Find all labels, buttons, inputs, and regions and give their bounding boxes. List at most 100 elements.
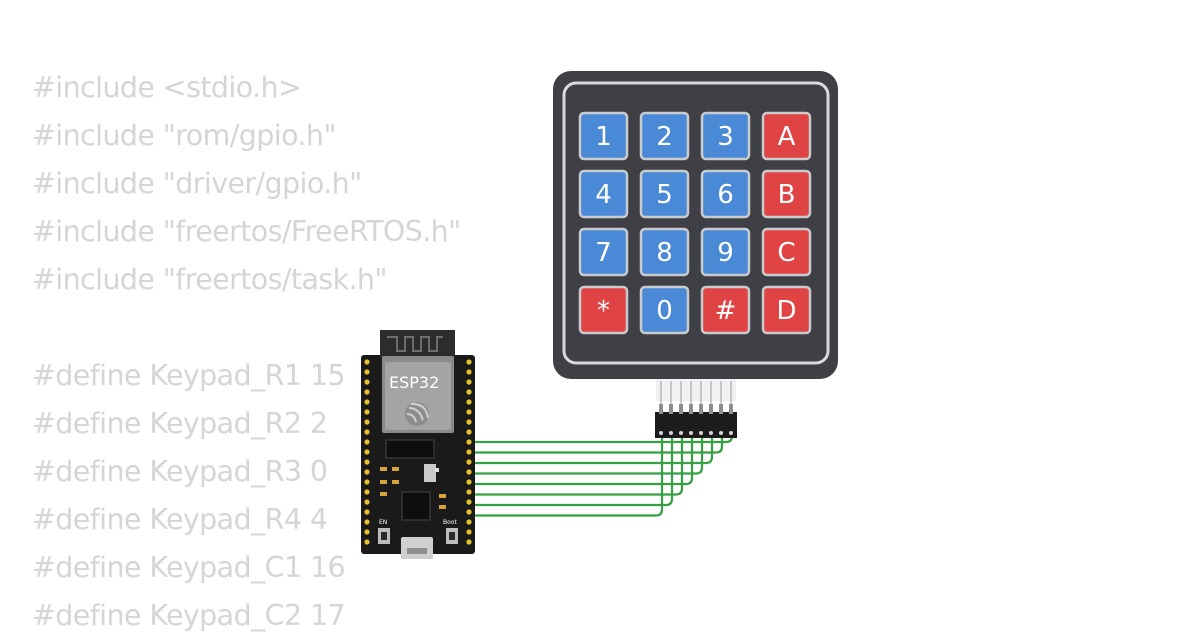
key-label: B xyxy=(778,180,796,210)
keypad-key-C[interactable]: C xyxy=(761,227,812,277)
key-label: 4 xyxy=(595,180,612,210)
header-pin[interactable] xyxy=(466,459,472,465)
esp32-shield xyxy=(385,362,451,430)
key-label: 2 xyxy=(656,122,673,152)
header-pin[interactable] xyxy=(364,469,370,475)
header-pin[interactable] xyxy=(466,519,472,525)
keypad-key-9[interactable]: 9 xyxy=(700,227,751,277)
header-pin[interactable] xyxy=(364,519,370,525)
keypad-key-8[interactable]: 8 xyxy=(639,227,690,277)
key-label: 7 xyxy=(595,238,612,268)
key-label: 0 xyxy=(656,296,673,326)
keypad-key-D[interactable]: D xyxy=(761,285,812,335)
key-label: 1 xyxy=(595,122,612,152)
header-pin[interactable] xyxy=(466,369,472,375)
header-pin[interactable] xyxy=(466,499,472,505)
key-label: 6 xyxy=(717,180,734,210)
wire[interactable] xyxy=(470,434,664,517)
header-pin[interactable] xyxy=(466,409,472,415)
wire[interactable] xyxy=(470,434,704,475)
header-pin[interactable] xyxy=(364,499,370,505)
ribbon-pin xyxy=(699,404,703,414)
header-pin[interactable] xyxy=(466,389,472,395)
wire[interactable] xyxy=(470,434,684,496)
header-pin[interactable] xyxy=(364,459,370,465)
header-pin[interactable] xyxy=(364,359,370,365)
key-cap xyxy=(578,227,629,277)
code-line: #include "rom/gpio.h" xyxy=(32,119,336,152)
connector-pin xyxy=(669,431,673,435)
key-label: C xyxy=(777,238,795,268)
header-pin[interactable] xyxy=(364,439,370,445)
component xyxy=(439,494,446,498)
key-cap xyxy=(639,169,690,219)
wire[interactable] xyxy=(470,434,674,507)
keypad-key-2[interactable]: 2 xyxy=(639,111,690,161)
header-pin[interactable] xyxy=(466,399,472,405)
keypad-key-7[interactable]: 7 xyxy=(578,227,629,277)
header-pin[interactable] xyxy=(466,469,472,475)
wire[interactable] xyxy=(470,434,714,465)
header-pin[interactable] xyxy=(466,359,472,365)
code-line: #define Keypad_R3 0 xyxy=(32,455,328,488)
header-pin[interactable] xyxy=(466,429,472,435)
keypad-key-6[interactable]: 6 xyxy=(700,169,751,219)
key-label: 3 xyxy=(717,122,734,152)
wire[interactable] xyxy=(470,434,694,486)
ribbon-pin xyxy=(679,404,683,414)
header-pin[interactable] xyxy=(364,539,370,545)
header-pin[interactable] xyxy=(466,529,472,535)
keypad-key-4[interactable]: 4 xyxy=(578,169,629,219)
keypad-key-A[interactable]: A xyxy=(761,111,812,161)
header-pin[interactable] xyxy=(466,439,472,445)
key-label: D xyxy=(776,296,796,326)
header-pin[interactable] xyxy=(364,399,370,405)
keypad-key-B[interactable]: B xyxy=(761,169,812,219)
header-pin[interactable] xyxy=(364,489,370,495)
header-pin[interactable] xyxy=(364,389,370,395)
header-pin[interactable] xyxy=(466,539,472,545)
key-cap xyxy=(761,227,812,277)
esp32-devkit-board[interactable]: ESP32 EN Boot xyxy=(361,330,475,559)
keypad-key-1[interactable]: 1 xyxy=(578,111,629,161)
micro-usb-opening xyxy=(407,548,427,554)
keypad-key-#[interactable]: # xyxy=(700,285,751,335)
wire[interactable] xyxy=(470,434,724,454)
code-editor: #include <stdio.h> #include "rom/gpio.h" #… xyxy=(32,64,461,640)
ribbon-connector xyxy=(655,412,737,438)
header-pin[interactable] xyxy=(364,429,370,435)
key-cap xyxy=(578,111,629,161)
header-pin[interactable] xyxy=(364,479,370,485)
header-pin[interactable] xyxy=(364,419,370,425)
key-cap xyxy=(639,285,690,335)
header-pin[interactable] xyxy=(364,379,370,385)
keypad-key-0[interactable]: 0 xyxy=(639,285,690,335)
key-label: 8 xyxy=(656,238,673,268)
module-label: ESP32 xyxy=(389,373,439,392)
header-pin[interactable] xyxy=(364,369,370,375)
header-pin[interactable] xyxy=(466,479,472,485)
keypad-key-3[interactable]: 3 xyxy=(700,111,751,161)
header-pin[interactable] xyxy=(466,509,472,515)
keypad-key-5[interactable]: 5 xyxy=(639,169,690,219)
keypad-face xyxy=(562,81,830,365)
header-pin[interactable] xyxy=(364,529,370,535)
keypad-key-*[interactable]: * xyxy=(578,285,629,335)
header-pin[interactable] xyxy=(364,449,370,455)
header-pin[interactable] xyxy=(364,409,370,415)
header-pin[interactable] xyxy=(364,509,370,515)
header-pin[interactable] xyxy=(466,379,472,385)
key-cap xyxy=(761,285,812,335)
header-pin[interactable] xyxy=(466,419,472,425)
header-pin[interactable] xyxy=(466,489,472,495)
code-line: #include "freertos/task.h" xyxy=(32,263,388,296)
ribbon-cable xyxy=(656,379,736,401)
header-pin[interactable] xyxy=(466,449,472,455)
code-line: #include <stdio.h> xyxy=(32,71,302,104)
antenna-area xyxy=(380,330,455,358)
component xyxy=(380,480,387,484)
connector-pin xyxy=(699,431,703,435)
wires xyxy=(470,434,734,517)
component xyxy=(424,464,436,482)
